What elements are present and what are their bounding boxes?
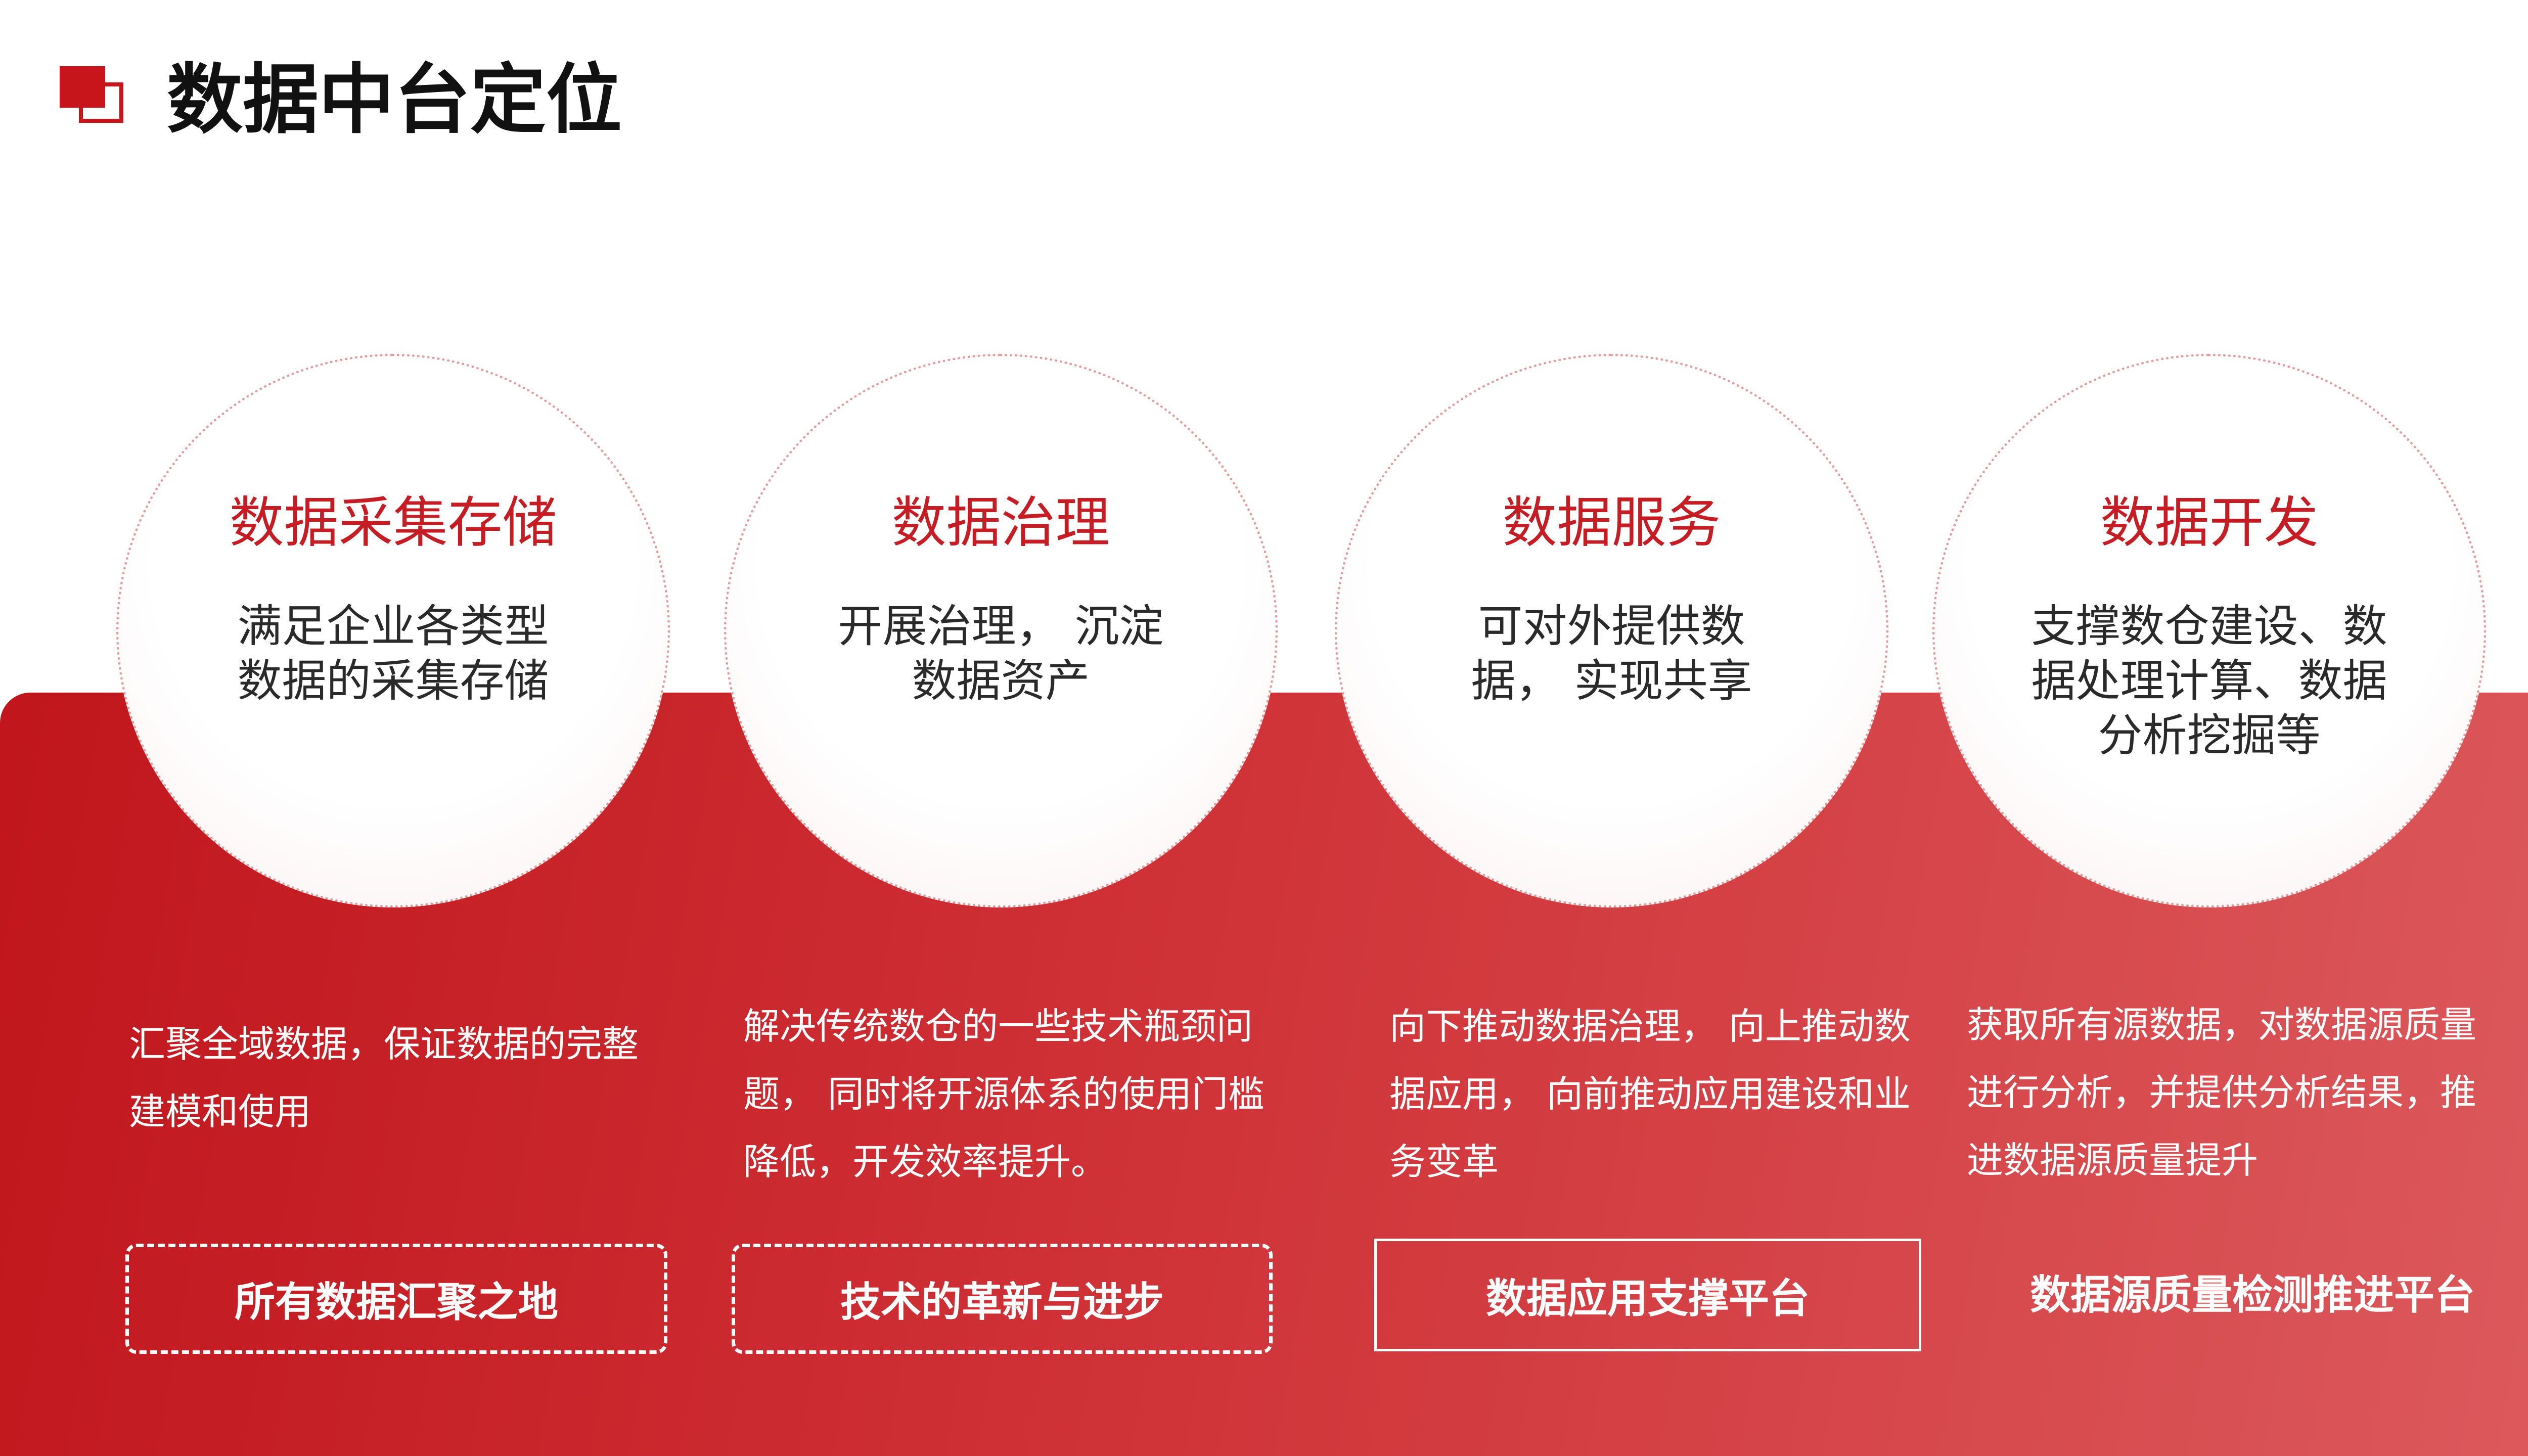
circle-summary: 支撑数仓建设、数据处理计算、数据分析挖掘等 [2031,600,2387,761]
circle-data-governance: 数据治理 开展治理， 沉淀数据资产 [724,354,1278,907]
column-description: 向下推动数据治理， 向上推动数据应用， 向前推动应用建设和业务变革 [1389,1005,1911,1183]
badge-app-support-platform: 数据应用支撑平台 [1374,1239,1921,1351]
circle-title: 数据服务 [1502,491,1721,555]
circle-title: 数据治理 [891,491,1110,555]
badge-quality-platform: 数据源质量检测推进平台 [2030,1271,2475,1318]
circle-data-collection: 数据采集存储 满足企业各类型数据的采集存储 [116,354,670,907]
column-description: 解决传统数仓的一些技术瓶颈问题， 同时将开源体系的使用门槛降低，开发效率提升。 [743,1005,1265,1183]
column-description: 汇聚全域数据，保证数据的完整建模和使用 [129,1023,639,1133]
circle-title: 数据采集存储 [229,491,557,555]
page-title: 数据中台定位 [167,56,622,144]
column-description: 获取所有源数据，对数据源质量进行分析，并提供分析结果，推进数据源质量提升 [1967,1004,2477,1181]
red-square-logo-icon [60,66,129,126]
circle-summary: 可对外提供数据， 实现共享 [1471,600,1752,707]
circle-summary: 满足企业各类型数据的采集存储 [237,600,549,707]
circle-summary: 开展治理， 沉淀数据资产 [838,600,1164,707]
badge-data-hub: 所有数据汇聚之地 [125,1244,667,1354]
badge-tech-innovation: 技术的革新与进步 [732,1244,1273,1354]
circle-title: 数据开发 [2100,491,2319,555]
circle-data-development: 数据开发 支撑数仓建设、数据处理计算、数据分析挖掘等 [1932,354,2486,907]
circle-data-service: 数据服务 可对外提供数据， 实现共享 [1335,354,1888,907]
